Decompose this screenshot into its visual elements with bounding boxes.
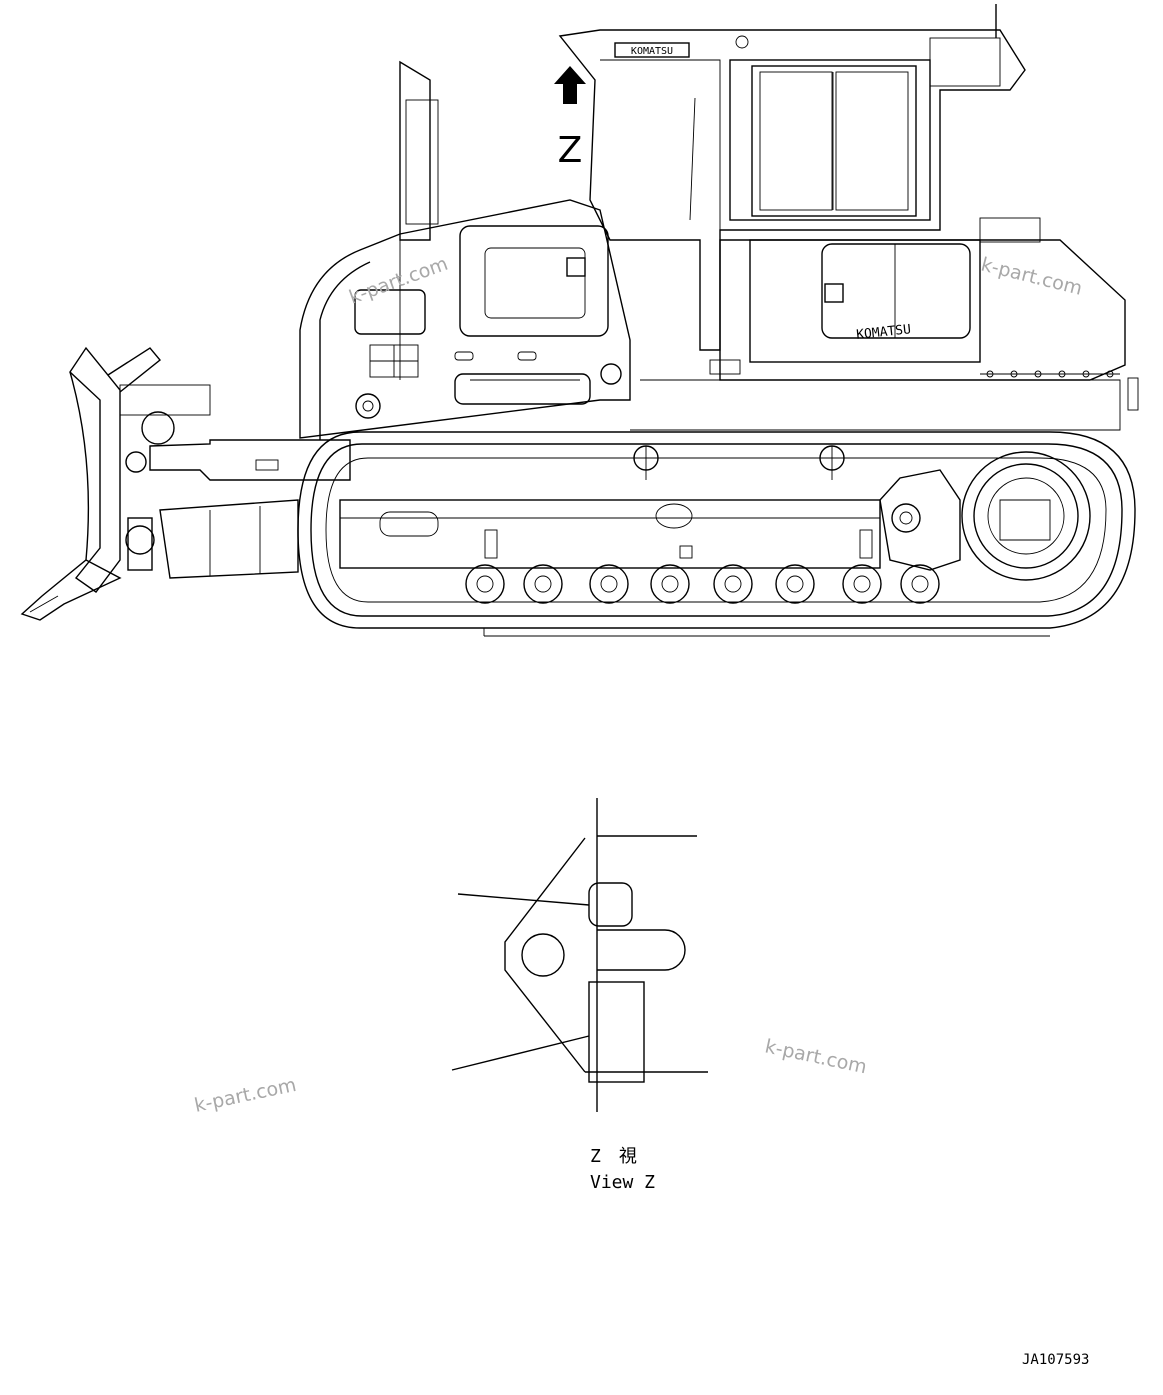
body-brand-label: KOMATSU bbox=[856, 322, 912, 343]
operator-cab: KOMATSU bbox=[558, 4, 1026, 351]
watermark: k-part.com bbox=[192, 1074, 298, 1117]
watermark: k-part.com bbox=[979, 254, 1085, 300]
view-caption-line2: View Z bbox=[590, 1172, 655, 1193]
push-arm bbox=[149, 439, 351, 579]
drawing-code: JA107593 bbox=[1022, 1352, 1089, 1368]
watermark: k-part.com bbox=[346, 253, 451, 309]
view-z-detail bbox=[451, 798, 708, 1112]
engine-hood bbox=[299, 60, 631, 440]
cab-brand-label: KOMATSU bbox=[631, 46, 673, 57]
view-caption-line1: Z 視 bbox=[590, 1146, 637, 1167]
dozer-blade bbox=[20, 346, 211, 621]
leader-line-lower bbox=[451, 1035, 590, 1071]
bulldozer-side-view: KOMATSU KOMATSU Z bbox=[20, 4, 1139, 637]
label-decal-lower bbox=[588, 981, 645, 1083]
label-decal-upper bbox=[588, 882, 633, 927]
track-assembly bbox=[297, 431, 1136, 637]
view-z-arrow: Z bbox=[554, 66, 586, 171]
view-z-letter: Z bbox=[558, 130, 583, 171]
leader-line-upper bbox=[457, 893, 590, 906]
rear-body: KOMATSU bbox=[630, 217, 1139, 431]
watermark: k-part.com bbox=[763, 1035, 869, 1078]
